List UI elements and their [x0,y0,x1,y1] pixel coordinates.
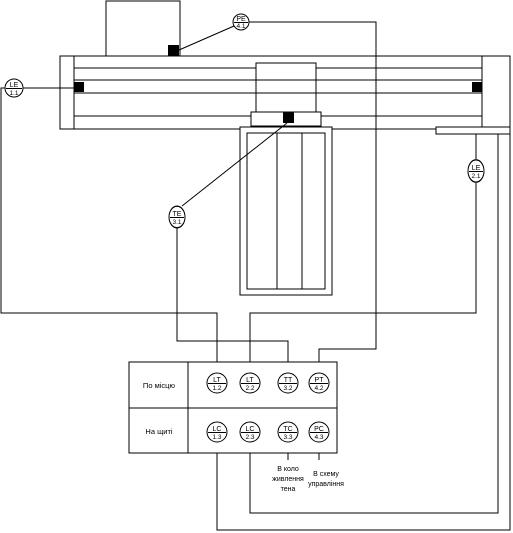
left-end-post [59,55,75,130]
instrument-tag: LT [246,377,254,384]
note-line: В коло [277,466,299,473]
instrument-number: 1.2 [212,385,221,392]
instrument-tag: LT [213,377,221,384]
note-line: В схему [313,471,339,478]
sensor-block-le-left [74,82,84,92]
row-label-local: По місцю [143,381,176,390]
instrument-lt22[interactable]: LT 2.2 [239,372,261,394]
tank-inner [246,132,326,290]
instrument-number: 4.2 [314,385,323,392]
instrument-tag: PT [315,377,325,384]
instrument-tt32[interactable]: TT 3.2 [277,372,299,394]
line-pe41-tap [178,25,235,51]
instrument-number: 4.3 [314,434,323,441]
instrument-tag: LC [246,426,255,433]
instrument-pt42[interactable]: PT 4.2 [308,372,330,394]
instrument-lc23[interactable]: LC 2.3 [239,421,261,443]
instrument-number: 1.1 [9,90,18,97]
control-panel: По місцю На щиті [128,361,338,454]
instrument-number: 3.3 [283,434,292,441]
row-label-board: На щиті [145,427,172,436]
instrument-tag: LC [213,426,222,433]
instrument-tc33[interactable]: TC 3.3 [277,421,299,443]
instrument-lc13[interactable]: LC 1.3 [206,421,228,443]
instrument-number: 2.2 [245,385,254,392]
top-unit [105,0,181,58]
instrument-tag: PC [314,426,324,433]
instrument-tag: LE [10,82,19,89]
line-le11-to-lt12 [0,87,218,372]
output-note-control: В схему управління [308,471,344,488]
line-pe41-to-pt42 [248,21,377,372]
sensor-block-te [283,112,294,123]
equipment [59,0,511,296]
instrument-number: 2.3 [245,434,254,441]
instrument-tag: TC [283,426,292,433]
note-line: живлення [272,476,304,483]
line-le21-to-lt22 [249,183,477,372]
output-note-heater: В коло живлення тена [272,466,304,493]
line-te31-to-tt32 [176,228,289,372]
instrument-number: 1.3 [212,434,221,441]
line-lc13-output [216,129,511,531]
right-end-post [481,55,511,130]
instrument-le21[interactable]: LE 2.1 [467,159,485,183]
sensor-block-le-right [472,82,482,92]
instrument-lt12[interactable]: LT 1.2 [206,372,228,394]
instrument-number: 3.1 [172,219,181,226]
note-line: тена [281,486,296,493]
instrument-tag: TE [173,211,182,218]
instrument-te31[interactable]: TE 3.1 [168,205,186,229]
line-te31-tap [181,122,288,207]
sensor-block-pe [168,45,179,56]
instrument-tag: PE [236,16,246,23]
note-line: управління [308,480,344,488]
instrument-pc43[interactable]: PC 4.3 [308,421,330,443]
right-bracket [435,126,511,135]
instrument-pe41[interactable]: PE 4.1 [232,13,250,31]
instrument-le11[interactable]: LE 1.1 [4,78,24,98]
instrument-number: 3.2 [283,385,292,392]
instrument-tag: TT [284,377,293,384]
line-lc23-output [249,134,499,514]
instrument-tag: LE [472,165,481,172]
instrument-number: 4.1 [236,23,245,30]
instrument-number: 2.1 [471,173,480,180]
